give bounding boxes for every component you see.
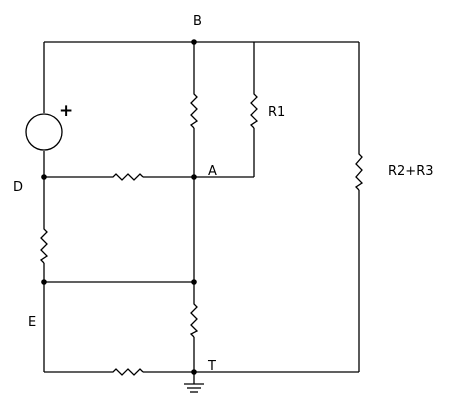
resistor-d-e: [39, 225, 49, 264]
node-label-b: B: [193, 14, 202, 29]
resistor-label-r2r3: R2+R3: [388, 164, 434, 179]
resistor-d-a: [109, 173, 144, 181]
junction-e-right: [191, 279, 197, 285]
node-label-a: A: [208, 164, 217, 179]
ground-icon: [184, 372, 204, 393]
junction-d: [41, 174, 47, 180]
resistor-bottom: [109, 368, 144, 376]
node-label-d: D: [13, 180, 23, 195]
junctions: [41, 39, 197, 375]
resistor-center-lower: [189, 300, 199, 338]
wires: [43, 41, 360, 373]
voltage-source: [25, 113, 63, 151]
source-plus-label: +: [59, 101, 73, 121]
node-label-t: T: [207, 359, 216, 374]
resistor-label-r1: R1: [268, 105, 285, 120]
junction-t: [191, 369, 197, 375]
node-label-e: E: [28, 315, 36, 330]
resistor-r2r3: [354, 150, 364, 191]
junction-a: [191, 174, 197, 180]
resistor-r1: [249, 90, 259, 129]
junction-b: [191, 39, 197, 45]
junction-e-left: [41, 279, 47, 285]
resistor-b-a: [189, 90, 199, 129]
